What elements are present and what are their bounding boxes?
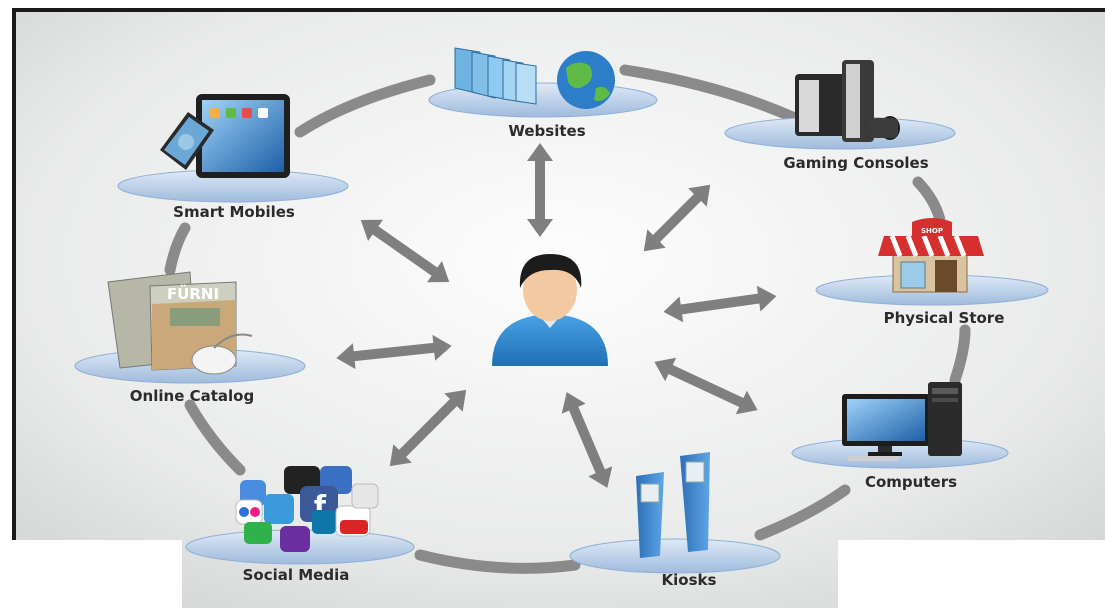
store-label: Physical Store bbox=[884, 309, 1005, 327]
gaming-node: Gaming Consoles bbox=[724, 60, 956, 172]
computers-label: Computers bbox=[865, 473, 957, 491]
catalog-label: Online Catalog bbox=[130, 387, 254, 405]
connector-arrows bbox=[336, 143, 777, 488]
websites-globe-icon bbox=[454, 47, 615, 109]
ring-segment bbox=[912, 176, 946, 226]
shop-sign-text: SHOP bbox=[921, 227, 943, 235]
kiosk-icon bbox=[636, 452, 710, 558]
ring-segment bbox=[619, 64, 801, 124]
bottom-right-mask bbox=[838, 540, 1105, 610]
kiosks-label: Kiosks bbox=[662, 571, 717, 589]
store-node: SHOP Physical Store bbox=[815, 218, 1049, 327]
kiosks-node: Kiosks bbox=[569, 452, 781, 589]
ring-segment bbox=[754, 484, 851, 541]
social-label: Social Media bbox=[243, 566, 350, 584]
mobiles-node: Smart Mobiles bbox=[117, 94, 349, 221]
ring-segment bbox=[184, 399, 246, 476]
user-icon bbox=[492, 254, 608, 366]
left-border bbox=[12, 8, 16, 540]
arrow-mobiles bbox=[360, 219, 450, 283]
social-node: f Social Media bbox=[185, 466, 415, 584]
user-face bbox=[523, 259, 577, 321]
tablet-phone-icon bbox=[160, 94, 290, 178]
arrow-store bbox=[663, 285, 777, 323]
mobiles-label: Smart Mobiles bbox=[173, 203, 295, 221]
outer-ring bbox=[164, 64, 971, 574]
social-media-icons: f bbox=[235, 466, 379, 552]
game-console-icon bbox=[795, 60, 900, 142]
catalog-node: FÜRNI Online Catalog bbox=[74, 271, 306, 405]
arrow-kiosks bbox=[561, 392, 613, 488]
arrow-websites bbox=[527, 143, 553, 237]
arrow-gaming bbox=[643, 184, 711, 252]
shop-icon: SHOP bbox=[878, 218, 984, 293]
ring-segment bbox=[414, 549, 581, 574]
arrow-social bbox=[389, 389, 467, 467]
ring-segment bbox=[949, 324, 971, 386]
gaming-label: Gaming Consoles bbox=[783, 154, 928, 172]
ring-segment bbox=[294, 74, 436, 138]
catalog-mouse-icon bbox=[107, 271, 253, 375]
bottom-left-mask bbox=[0, 540, 182, 610]
kiosks-platform bbox=[569, 538, 781, 574]
arrow-computers bbox=[654, 357, 758, 415]
user-hair bbox=[519, 254, 582, 288]
user-body bbox=[492, 314, 608, 366]
top-border bbox=[12, 8, 1105, 12]
catalog-brand-text: FÜRNI bbox=[167, 284, 219, 303]
ring-segment bbox=[164, 222, 191, 276]
desktop-computer-icon bbox=[842, 382, 962, 461]
websites-node: Websites bbox=[428, 47, 658, 140]
websites-label: Websites bbox=[508, 122, 585, 140]
computers-node: Computers bbox=[791, 382, 1009, 491]
arrow-catalog bbox=[336, 334, 452, 370]
